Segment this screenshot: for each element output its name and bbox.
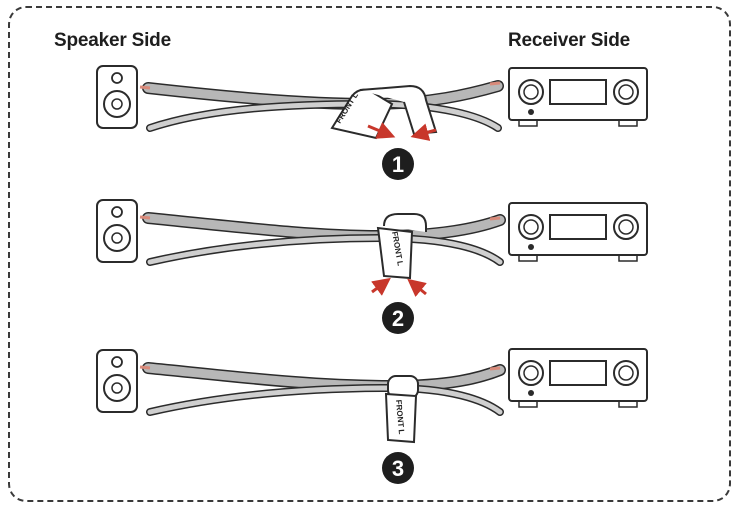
speaker-icon (96, 349, 138, 413)
receiver-side-heading: Receiver Side (508, 30, 631, 51)
speaker-icon (96, 199, 138, 263)
receiver-icon (508, 202, 648, 262)
row-2: FRONT L 2 (96, 199, 648, 334)
red-arrow-icon (371, 277, 427, 298)
step-badge: 2 (382, 302, 414, 334)
label-tag-icon: FRONT L (330, 84, 438, 140)
step-number: 1 (392, 152, 404, 177)
receiver-icon (508, 67, 648, 127)
cable-icon (139, 212, 506, 266)
receiver-icon (508, 348, 648, 408)
label-tag-icon: FRONT L (384, 375, 419, 444)
step-badge: 1 (382, 148, 414, 180)
label-tag-icon: FRONT L (376, 213, 427, 280)
speaker-icon (96, 65, 138, 129)
cable-icon (139, 80, 504, 132)
step-number: 2 (392, 306, 404, 331)
cable-icon (139, 362, 506, 416)
dashed-frame (8, 6, 731, 502)
step-badge: 3 (382, 452, 414, 484)
red-arrow-icon (367, 122, 437, 141)
row-3: FRONT L 3 (96, 348, 648, 484)
row-1: FRONT L 1 (96, 65, 648, 180)
tag-text: FRONT L (394, 399, 406, 434)
step-number: 3 (392, 456, 404, 481)
speaker-side-heading: Speaker Side (54, 30, 171, 51)
